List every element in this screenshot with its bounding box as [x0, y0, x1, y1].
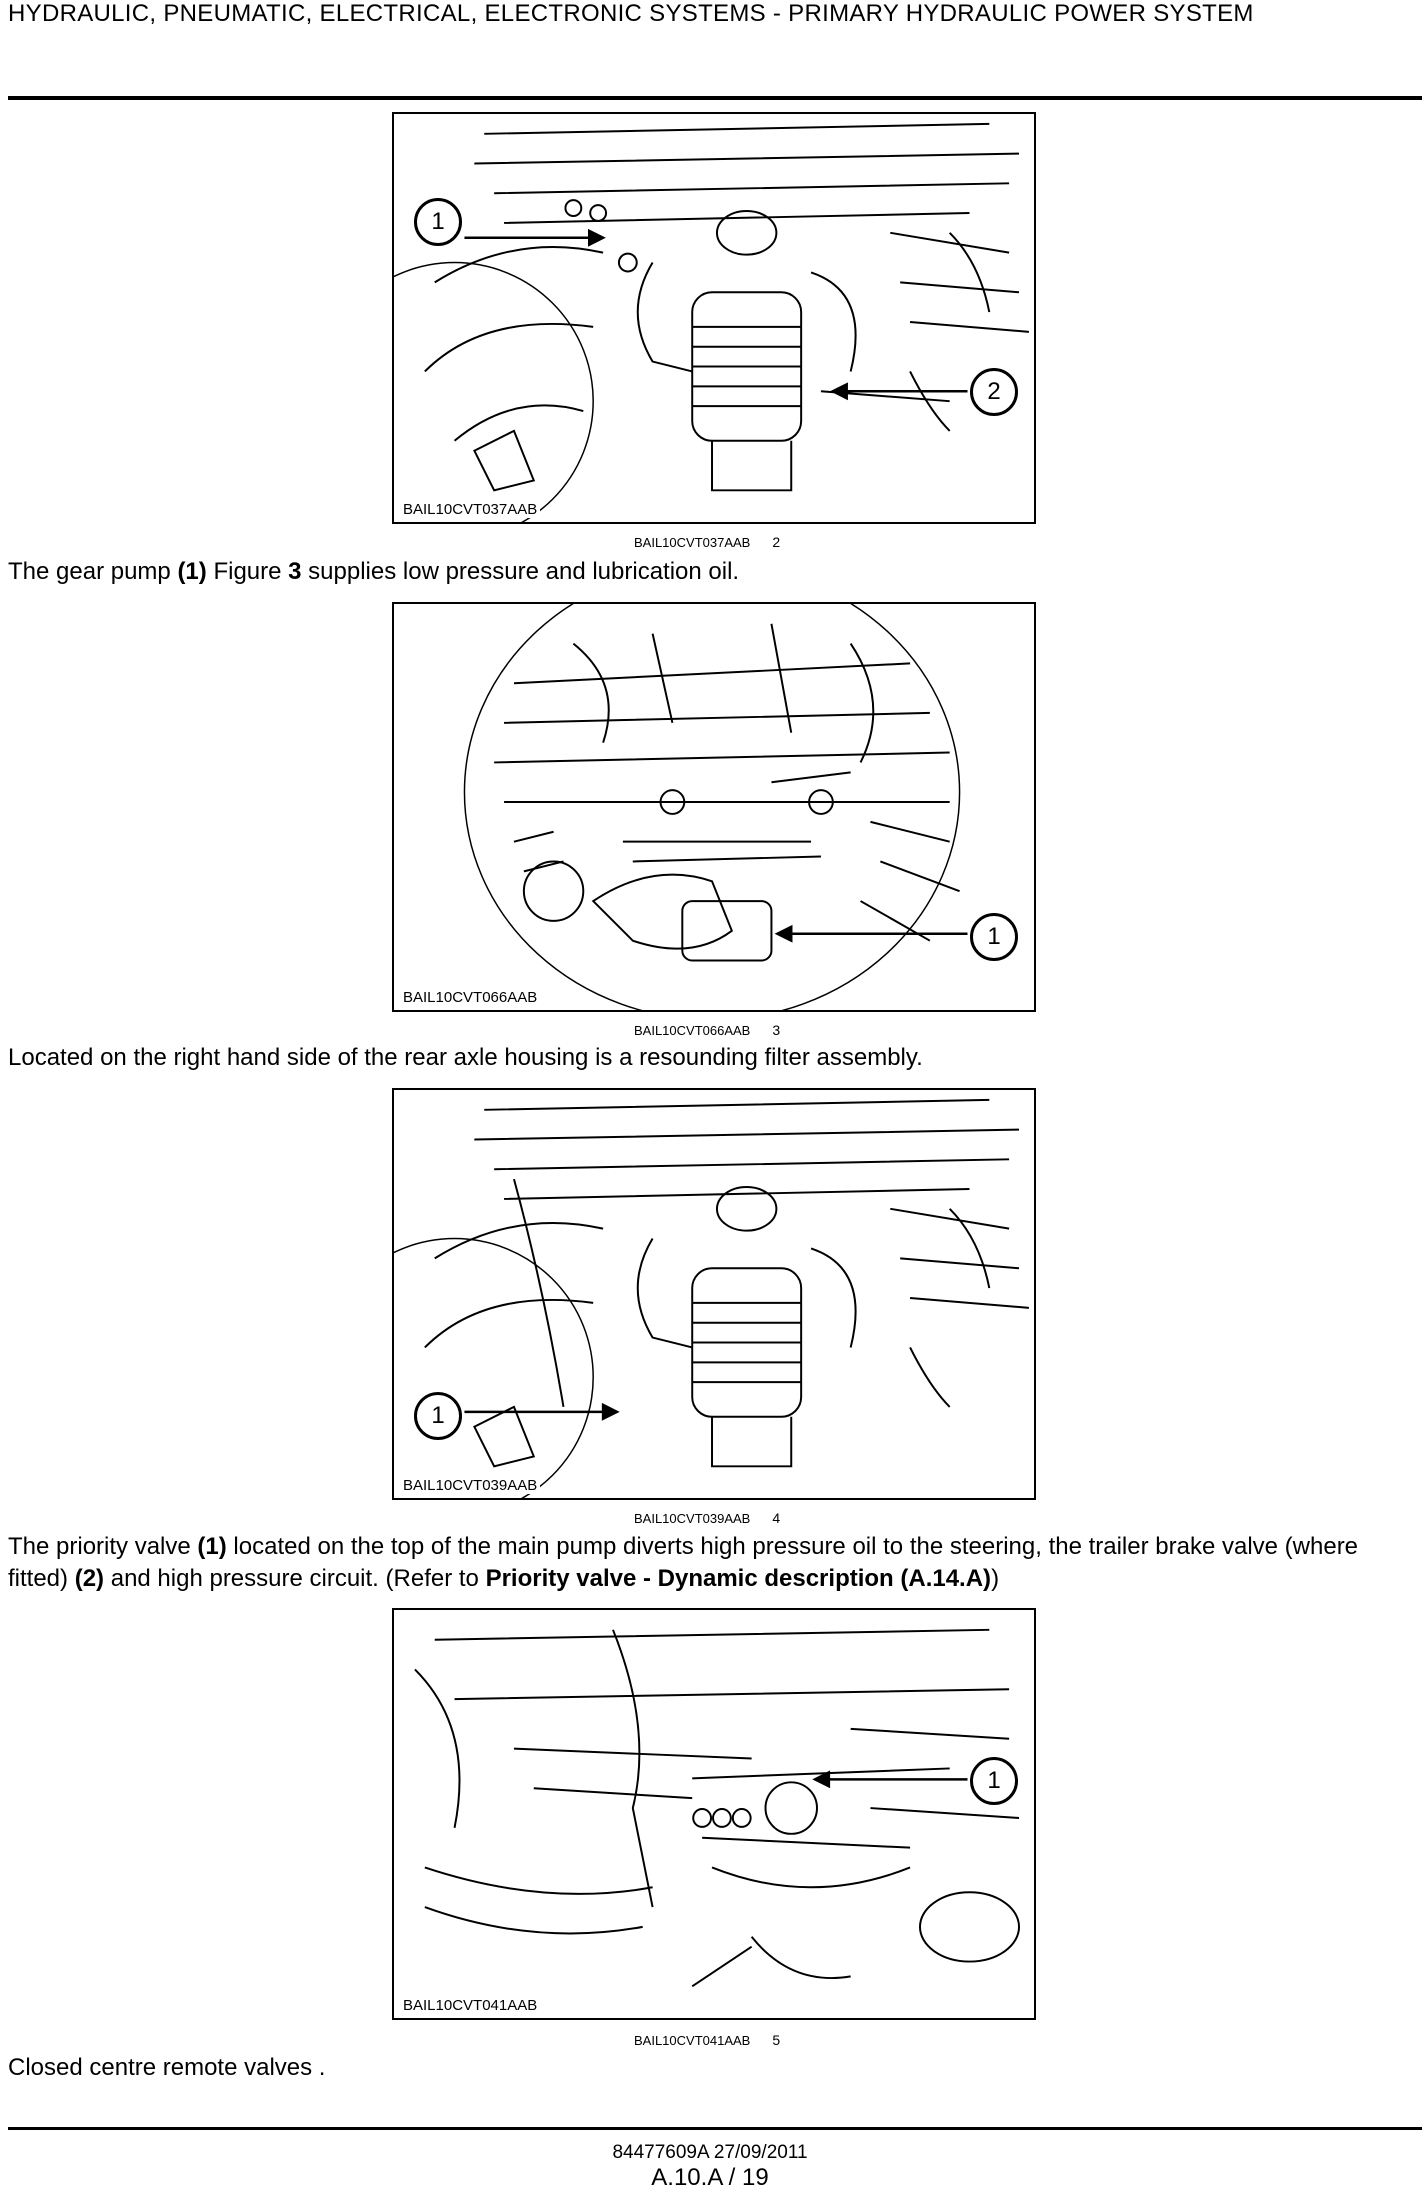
figure-number: 4	[772, 1510, 781, 1526]
figure-caption-3: BAIL10CVT066AAB 3	[634, 1022, 780, 1038]
caption-code: BAIL10CVT039AAB	[634, 1511, 751, 1526]
figure-image-code: BAIL10CVT039AAB	[400, 1477, 541, 1494]
figure-gear-pump: 1 BAIL10CVT066AAB	[392, 602, 1036, 1012]
priority-valve-line-drawing	[394, 1098, 1029, 1498]
bold-ref: 3	[288, 558, 302, 585]
text-run: The gear pump	[8, 558, 178, 585]
text-run: )	[991, 1565, 1000, 1592]
figure-caption-2: BAIL10CVT037AAB 2	[634, 534, 780, 550]
text-run: supplies low pressure and lubrication oi…	[301, 558, 740, 585]
bold-ref: (1)	[177, 558, 207, 585]
bold-ref: (1)	[197, 1533, 227, 1560]
gear-pump-line-drawing	[463, 604, 968, 1010]
engine-line-drawing	[394, 122, 1029, 522]
caption-code: BAIL10CVT066AAB	[634, 1023, 751, 1038]
figure-number: 2	[772, 534, 781, 550]
footer-rule	[8, 2127, 1422, 2130]
caption-code: BAIL10CVT041AAB	[634, 2033, 751, 2048]
figure-caption-4: BAIL10CVT039AAB 4	[634, 1510, 780, 1526]
callout-1: 1	[414, 198, 462, 246]
figure-number: 3	[772, 1022, 781, 1038]
text-run: and high pressure circuit. (Refer to	[104, 1565, 486, 1592]
header-rule	[8, 96, 1422, 100]
figure-number: 5	[772, 2032, 781, 2048]
figure-image-code: BAIL10CVT066AAB	[400, 989, 541, 1006]
figure-priority-valve: 1 BAIL10CVT039AAB	[392, 1088, 1036, 1500]
page-header-title: HYDRAULIC, PNEUMATIC, ELECTRICAL, ELECTR…	[8, 0, 1254, 27]
figure-remote-valves: 1 BAIL10CVT041AAB	[392, 1608, 1036, 2020]
figure-caption-5: BAIL10CVT041AAB 5	[634, 2032, 780, 2048]
callout-1: 1	[970, 1757, 1018, 1805]
figure-image-code: BAIL10CVT041AAB	[400, 1997, 541, 2014]
footer-page-number: A.10.A / 19	[651, 2164, 769, 2191]
callout-2: 2	[970, 368, 1018, 416]
remote-valves-line-drawing	[414, 1628, 1020, 1988]
caption-code: BAIL10CVT037AAB	[634, 535, 751, 550]
text-run: located on the top of the main pump dive…	[8, 1533, 1359, 1592]
figure-image-code: BAIL10CVT037AAB	[400, 501, 541, 518]
text-run: Figure	[206, 558, 289, 585]
paragraph-priority-valve: The priority valve (1) located on the to…	[8, 1531, 1422, 1595]
paragraph-remote-valves: Closed centre remote valves .	[8, 2054, 326, 2081]
paragraph-gear-pump: The gear pump (1) Figure 3 supplies low …	[8, 556, 1422, 588]
figure-engine-pump-left: 1 2 BAIL10CVT037AAB	[392, 112, 1036, 524]
paragraph-filter-assembly: Located on the right hand side of the re…	[8, 1044, 923, 1071]
callout-1: 1	[414, 1392, 462, 1440]
cross-reference-link[interactable]: Priority valve - Dynamic description (A.…	[485, 1565, 992, 1592]
text-run: The priority valve	[8, 1533, 198, 1560]
bold-ref: (2)	[74, 1565, 105, 1592]
callout-1: 1	[970, 913, 1018, 961]
footer-document-reference: 84477609A 27/09/2011	[612, 2142, 808, 2163]
